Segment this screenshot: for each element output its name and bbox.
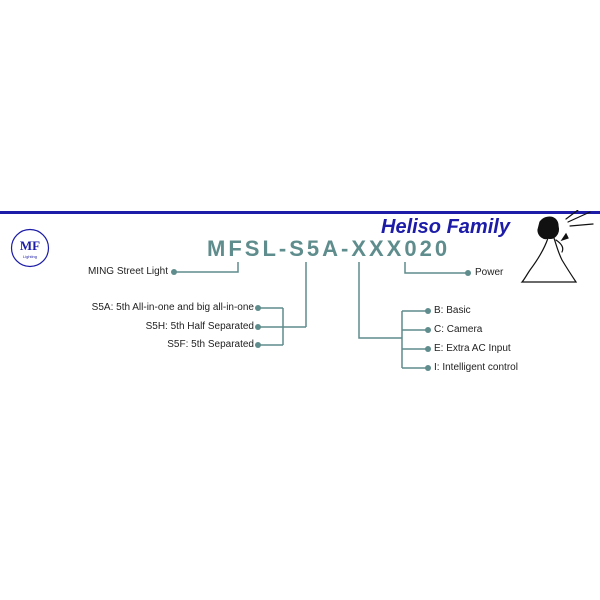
logo-letters: MF xyxy=(20,238,40,253)
mf-logo: MF Lighting xyxy=(10,228,50,268)
type-option-s5f: S5F: 5th Separated xyxy=(167,339,254,350)
function-dot-2 xyxy=(425,327,431,333)
power-label: Power xyxy=(475,267,504,278)
type-dot-2 xyxy=(255,324,261,330)
function-dot-3 xyxy=(425,346,431,352)
function-option-basic: B: Basic xyxy=(434,305,471,316)
function-option-extra-ac: E: Extra AC Input xyxy=(434,343,511,354)
function-option-intelligent: I: Intelligent control xyxy=(434,362,518,373)
function-connector xyxy=(358,262,428,369)
type-dot-1 xyxy=(255,305,261,311)
type-connector xyxy=(258,262,307,346)
function-dot-1 xyxy=(425,308,431,314)
praying-girl-illustration xyxy=(520,210,594,283)
header-rule xyxy=(0,211,600,214)
function-option-camera: C: Camera xyxy=(434,324,483,335)
logo-caption: Lighting xyxy=(23,254,37,259)
brand-title: Heliso Family xyxy=(381,216,510,238)
series-dot xyxy=(171,269,177,275)
function-dot-4 xyxy=(425,365,431,371)
series-connector xyxy=(174,262,239,273)
series-label: MING Street Light xyxy=(87,266,168,277)
type-dot-3 xyxy=(255,342,261,348)
power-dot xyxy=(465,270,471,276)
model-code: MFSL-S5A-XXX020 xyxy=(207,236,451,261)
type-option-s5h: S5H: 5th Half Separated xyxy=(145,321,254,332)
type-option-s5a: S5A: 5th All-in-one and big all-in-one xyxy=(91,302,254,313)
power-connector xyxy=(404,262,468,274)
